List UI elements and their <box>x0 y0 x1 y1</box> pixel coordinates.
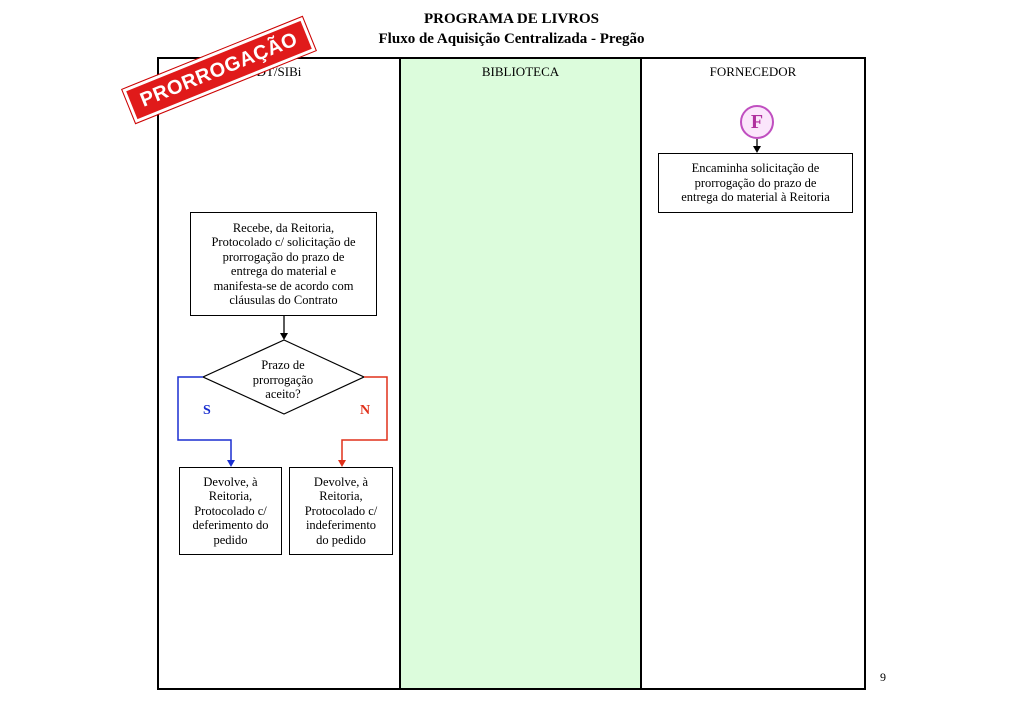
branch-no-label: N <box>360 403 371 418</box>
box-recebe-text: Recebe, da Reitoria, Protocolado c/ soli… <box>211 220 356 308</box>
box-encaminha-text: Encaminha solicitação de prorrogação do … <box>681 161 830 205</box>
decision-text: Prazo de prorrogação aceito? <box>252 358 314 401</box>
box-recebe-reitoria: Recebe, da Reitoria, Protocolado c/ soli… <box>190 212 377 316</box>
swimlane-frame <box>157 57 866 690</box>
box-devolve-deferimento: Devolve, à Reitoria, Protocolado c/ defe… <box>179 467 282 555</box>
branch-yes-line <box>177 376 232 460</box>
box-encaminha-solicitacao: Encaminha solicitação de prorrogação do … <box>658 153 853 213</box>
branch-no-line <box>341 376 388 460</box>
branch-yes-label: S <box>203 403 211 418</box>
lane-divider-1 <box>399 59 401 688</box>
arrowhead-yes <box>227 460 235 467</box>
box-devolve-indeferimento: Devolve, à Reitoria, Protocolado c/ inde… <box>289 467 393 555</box>
box-deferimento-text: Devolve, à Reitoria, Protocolado c/ defe… <box>192 474 269 547</box>
page-subtitle: Fluxo de Aquisição Centralizada - Pregão <box>378 31 645 47</box>
arrowhead-decision <box>280 333 288 340</box>
box-indeferimento-text: Devolve, à Reitoria, Protocolado c/ inde… <box>304 474 378 547</box>
lane-header-biblioteca: BIBLIOTECA <box>481 64 560 79</box>
arrowhead-no <box>338 460 346 467</box>
lane-header-fornecedor: FORNECEDOR <box>709 64 797 79</box>
arrowhead-encaminha <box>753 146 761 153</box>
connector-f: F <box>740 105 774 139</box>
lane-biblioteca-background <box>400 59 641 688</box>
connector-label: F <box>750 110 764 133</box>
page-title: PROGRAMA DE LIVROS <box>423 11 599 27</box>
lane-divider-2 <box>640 59 642 688</box>
page-number: 9 <box>880 670 886 684</box>
decision-diamond <box>201 339 366 415</box>
